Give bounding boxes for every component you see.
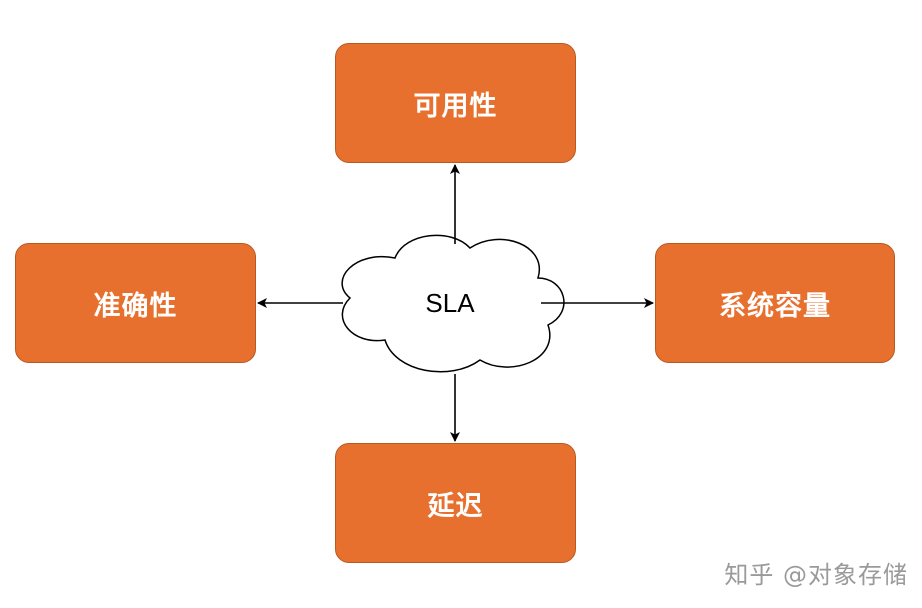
latency-label: 延迟 — [427, 490, 484, 522]
availability-label: 可用性 — [413, 90, 498, 122]
sla-cloud — [341, 234, 565, 373]
system-capacity-label: 系统容量 — [719, 290, 831, 322]
accuracy-node: 准确性 — [15, 243, 256, 363]
watermark: 知乎 @对象存储 — [724, 561, 908, 589]
system-capacity-node: 系统容量 — [655, 243, 895, 363]
accuracy-label: 准确性 — [93, 290, 178, 322]
latency-node: 延迟 — [335, 443, 576, 563]
sla-label: SLA — [425, 287, 475, 318]
availability-node: 可用性 — [335, 43, 576, 163]
